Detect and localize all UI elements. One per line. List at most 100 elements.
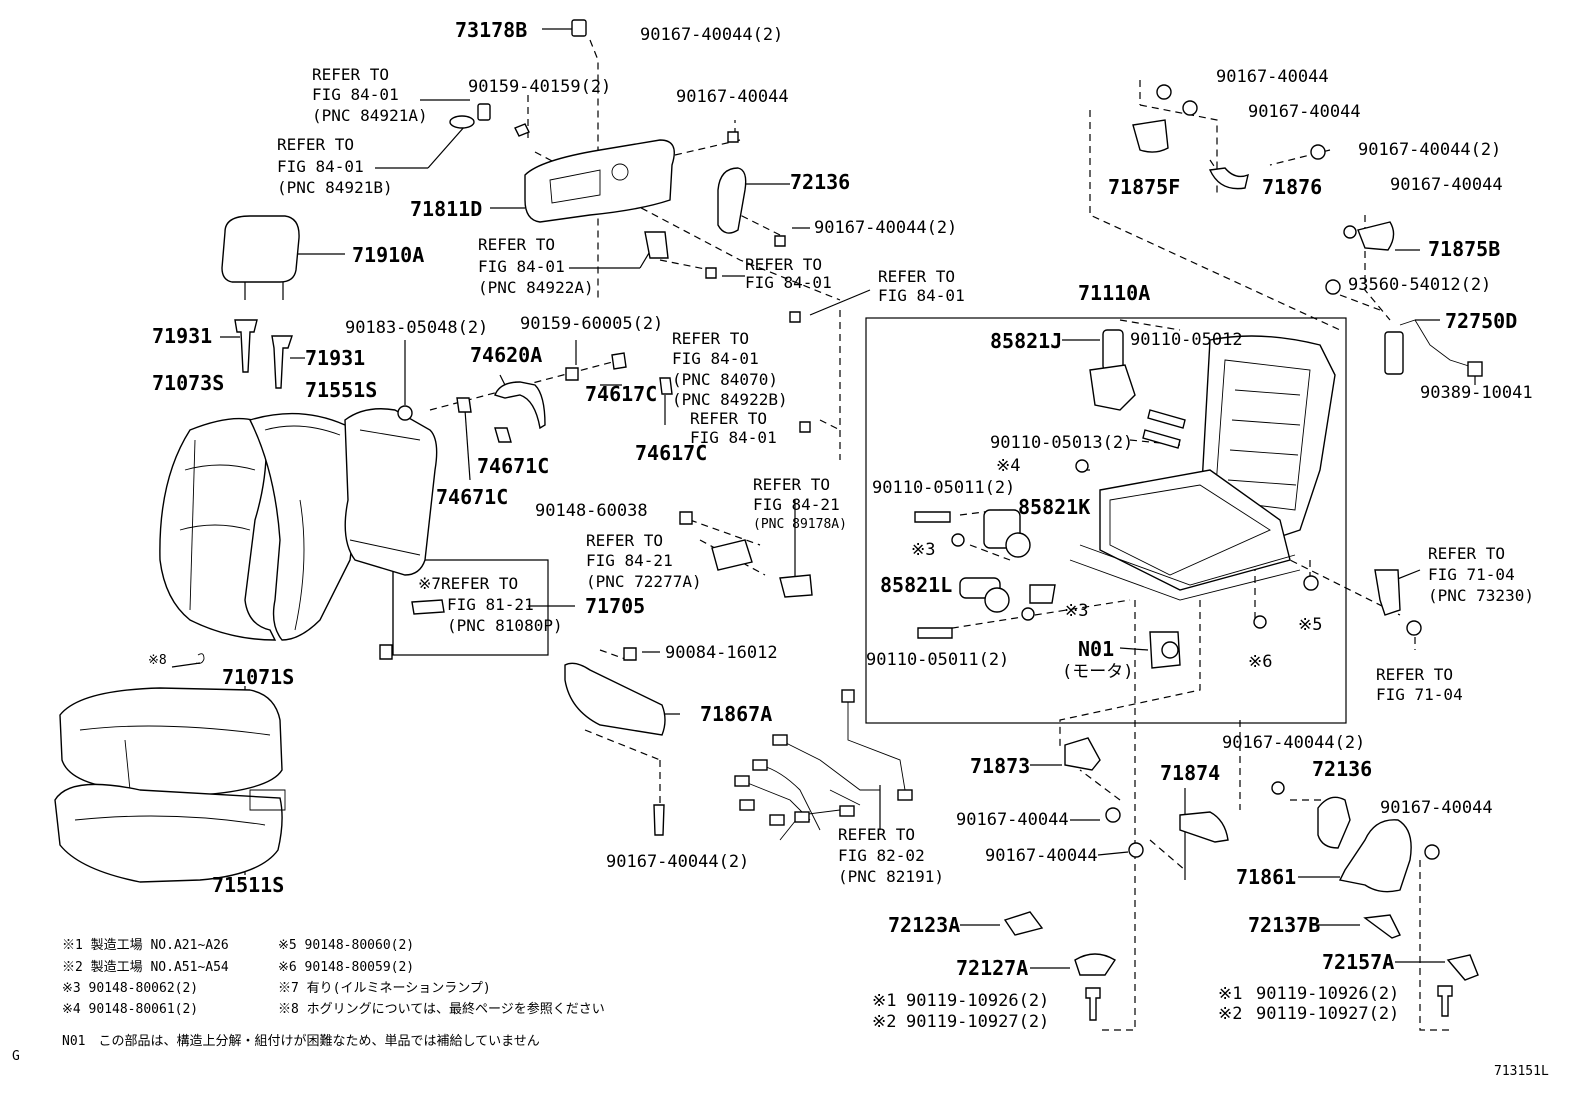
screw-shape xyxy=(1325,279,1341,295)
label-fig: FIG 84-01 xyxy=(277,157,364,176)
label-fig: FIG 84-01 xyxy=(312,85,399,104)
cover-71867a-shape xyxy=(564,662,666,736)
bolt-shape xyxy=(917,627,953,639)
screw-shape xyxy=(1128,842,1144,858)
label-mark2-b: ※2 xyxy=(1218,1004,1242,1024)
label-refer-to: REFER TO xyxy=(745,255,822,274)
label-90110-05011-2-b: 90110-05011(2) xyxy=(866,650,1009,670)
label-fig: FIG 84-21 xyxy=(753,495,840,514)
label-mark5: ※5 xyxy=(1298,615,1322,635)
plug-84921a-shape xyxy=(477,103,491,121)
label-90110-05012: 90110-05012 xyxy=(1130,330,1243,350)
label-refer-to: REFER TO xyxy=(690,409,767,428)
label-90167-40044-a: 90167-40044 xyxy=(676,87,789,107)
label-pnc: (PNC 84922A) xyxy=(478,278,594,297)
label-74671c-a: 74671C xyxy=(477,454,549,478)
label-fig: FIG 84-01 xyxy=(690,428,777,447)
label-pnc: (PNC 81080P) xyxy=(447,616,563,635)
label-pnc: (PNC 84070) xyxy=(672,370,778,389)
label-90167-40044-m2: 90167-40044 xyxy=(985,846,1098,866)
label-90167-40044-r4: 90167-40044 xyxy=(1390,175,1503,195)
label-90167-40044-m1: 90167-40044 xyxy=(956,810,1069,830)
label-72136-top: 72136 xyxy=(790,170,850,194)
label-90084-16012: 90084-16012 xyxy=(665,643,778,663)
label-pnc: (PNC 84921A) xyxy=(312,106,428,125)
seat-frame-71110a-shape xyxy=(1069,335,1336,601)
guide-71931-b-shape xyxy=(271,335,293,389)
label-74617c-a: 74617C xyxy=(585,382,657,406)
label-fig: FIG 84-01 xyxy=(878,286,965,305)
connector-89178a-shape xyxy=(779,574,813,598)
label-fig: FIG 84-01 xyxy=(745,273,832,292)
screw-shape xyxy=(1406,620,1422,636)
part-shapes xyxy=(54,19,1483,1021)
label-93560-54012-2: 93560-54012(2) xyxy=(1348,275,1491,295)
label-71875f: 71875F xyxy=(1108,175,1180,199)
module-72277a-shape xyxy=(711,539,753,571)
cover-71861-shape xyxy=(1338,819,1412,893)
label-fig: FIG 71-04 xyxy=(1376,685,1463,704)
label-90167-40044-m4: 90167-40044 xyxy=(1380,798,1493,818)
screw-shape xyxy=(1424,844,1440,860)
label-85821j: 85821J xyxy=(990,329,1062,353)
label-refer-to: REFER TO xyxy=(1428,544,1505,563)
footnote: ※7 有り(イルミネーションランプ) xyxy=(278,981,491,996)
screw-shape xyxy=(1303,575,1319,591)
label-pnc: (PNC 89178A) xyxy=(753,517,847,532)
label-fig: FIG 71-04 xyxy=(1428,565,1515,584)
seatback-pad-71551s-shape xyxy=(249,412,359,641)
label-90167-40044-r1: 90167-40044 xyxy=(1216,67,1329,87)
bolt-shape xyxy=(914,511,951,523)
label-pnc: (PNC 72277A) xyxy=(586,572,702,591)
label-n01-sub: (モータ) xyxy=(1062,662,1133,682)
screw-shape xyxy=(679,511,693,525)
label-pnc: (PNC 84922B) xyxy=(672,390,788,409)
label-refer-to: REFER TO xyxy=(1376,665,1453,684)
bracket-71873-shape xyxy=(1064,737,1101,771)
label-refer-to: REFER TO xyxy=(478,235,555,254)
label-n01: N01 xyxy=(1078,637,1114,661)
label-71875b: 71875B xyxy=(1428,237,1500,261)
clip-74671c-a-shape xyxy=(494,427,512,443)
label-71071s: 71071S xyxy=(222,665,294,689)
knob-72136-bottom-shape xyxy=(1317,796,1351,849)
motor-85821j-shape xyxy=(1089,329,1136,411)
grommet-shape xyxy=(397,405,413,421)
clip-73178b-shape xyxy=(571,19,587,37)
screw-shape xyxy=(1156,84,1172,100)
footnote: ※3 90148-80062(2) xyxy=(62,981,198,996)
label-90167-40044-r2: 90167-40044 xyxy=(1248,102,1361,122)
label-mark6: ※6 xyxy=(1248,652,1272,672)
label-pnc: (PNC 84921B) xyxy=(277,178,393,197)
label-90119-10926-2-b: 90119-10926(2) xyxy=(1256,984,1399,1004)
bracket-71875f-shape xyxy=(1132,119,1169,153)
wire-harness-82191-shape xyxy=(734,689,913,841)
knob-72136-top-shape xyxy=(717,167,747,234)
label-90119-10926-2-a: 90119-10926(2) xyxy=(906,991,1049,1011)
screw-shape xyxy=(379,644,393,660)
buckle-73230-shape xyxy=(1374,569,1401,616)
label-71551s: 71551S xyxy=(305,378,377,402)
footnote: ※5 90148-80060(2) xyxy=(278,938,414,953)
screw-shape xyxy=(1105,807,1121,823)
label-pnc: (PNC 73230) xyxy=(1428,586,1534,605)
label-90159-40159-2: 90159-40159(2) xyxy=(468,77,611,97)
label-74671c-b: 74671C xyxy=(436,485,508,509)
screw-shape xyxy=(799,421,811,433)
corner-label-left: G xyxy=(12,1049,20,1064)
label-refer-to: REFER TO xyxy=(838,825,915,844)
screw-shape xyxy=(774,235,786,247)
label-mark3-a: ※3 xyxy=(911,540,935,560)
bolt-shape xyxy=(1437,985,1453,1017)
pad-72123a-shape xyxy=(1003,911,1044,936)
screw-shape xyxy=(1310,144,1326,160)
label-71511s: 71511S xyxy=(212,873,284,897)
pad-72127a-shape xyxy=(1074,953,1116,976)
label-71876: 71876 xyxy=(1262,175,1322,199)
label-71073s: 71073S xyxy=(152,371,224,395)
lamp-71705-shape xyxy=(411,599,445,615)
seat-pad-71511s-shape xyxy=(54,783,283,883)
plug-84921b-shape xyxy=(449,115,475,129)
screw-shape xyxy=(653,804,665,836)
